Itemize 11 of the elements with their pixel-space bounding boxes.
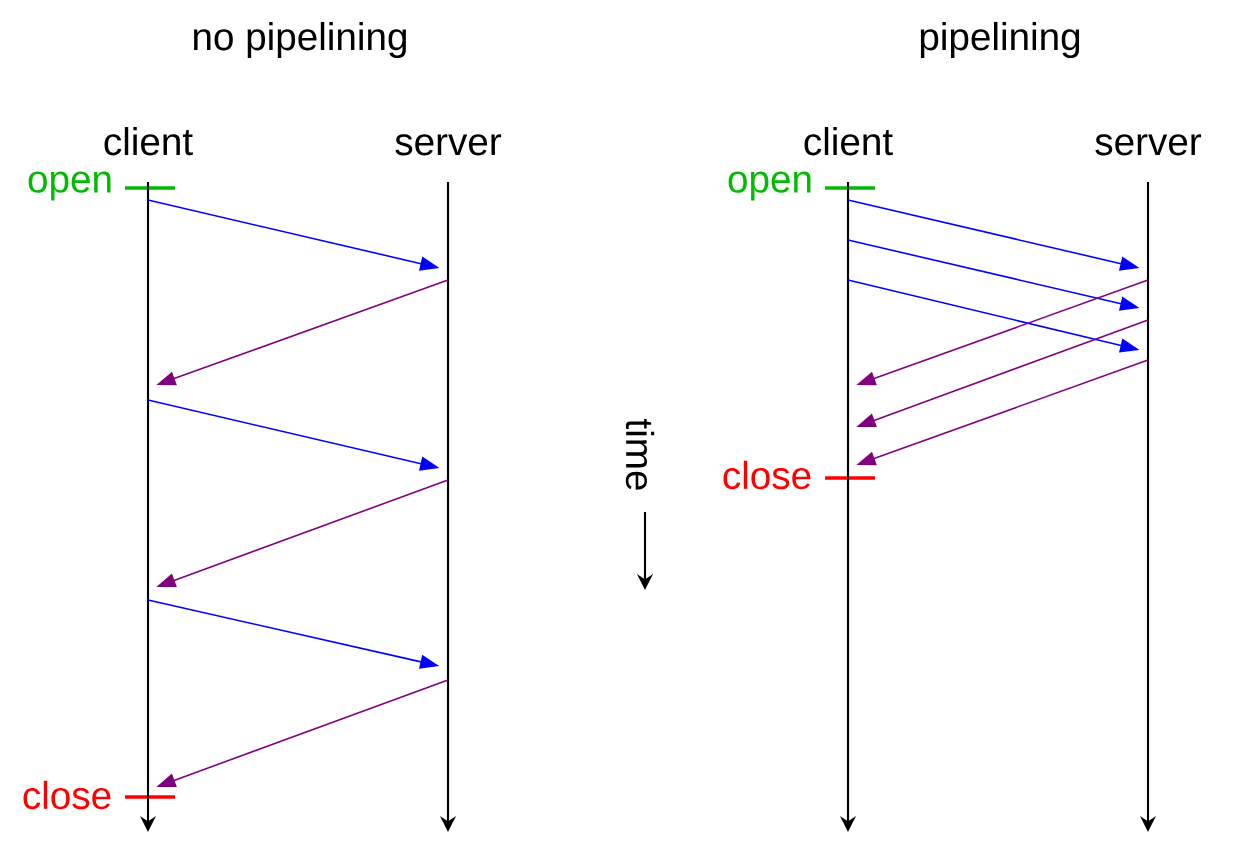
event-label: close [23, 780, 111, 810]
node-label: server [1095, 134, 1202, 156]
heading: pipelining [920, 21, 1080, 58]
event-label: open [728, 171, 811, 201]
event-label: open [28, 171, 111, 201]
axis-label: time [625, 419, 655, 490]
node-label: client [804, 126, 893, 156]
heading: no pipelining [194, 21, 406, 58]
event-label: close [723, 460, 811, 490]
node-label: client [104, 126, 193, 156]
node-label: server [395, 134, 502, 156]
